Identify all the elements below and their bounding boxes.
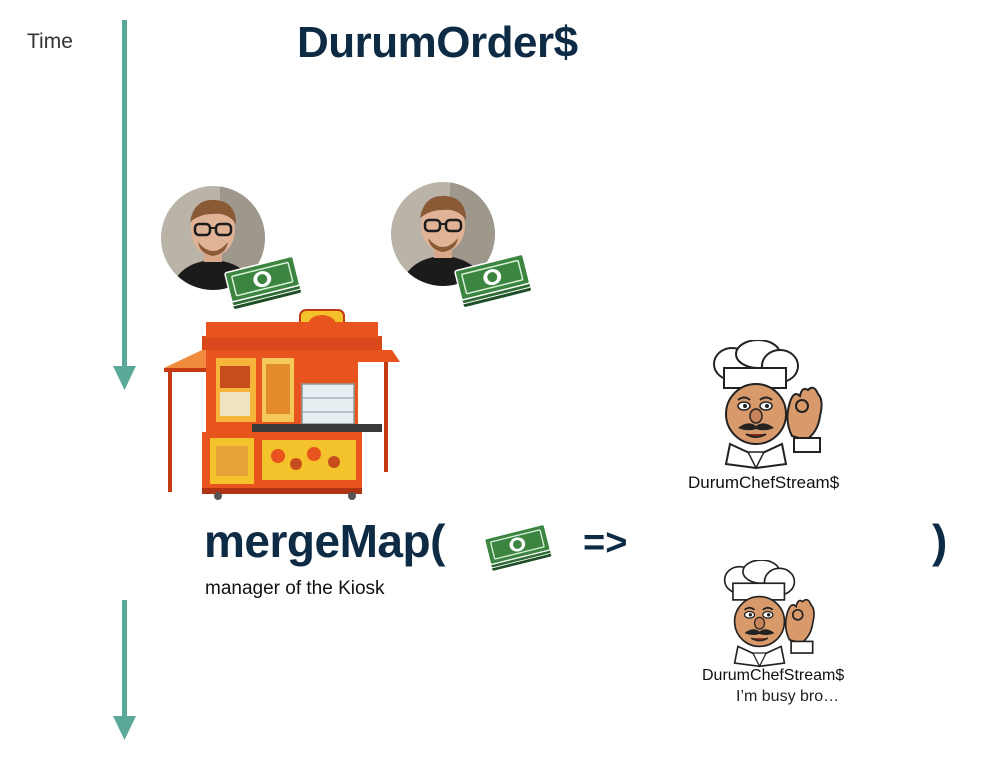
money-stack-icon	[484, 523, 553, 572]
chef-stream-label: DurumChefStream$	[702, 667, 845, 684]
customer-avatar-icon	[391, 182, 495, 286]
stream-title: DurumOrder$	[297, 18, 578, 67]
operator-name: mergeMap(	[204, 515, 445, 567]
operator-arrow: =>	[583, 522, 628, 564]
food-kiosk-icon: Go	[164, 309, 400, 500]
time-arrow-top	[113, 20, 136, 390]
time-axis-label: Time	[27, 30, 73, 53]
chef-icon	[723, 560, 815, 668]
operator-caption: manager of the Kiosk	[205, 578, 385, 599]
operator-close-paren: )	[932, 515, 948, 567]
money-stack-icon	[454, 253, 532, 308]
time-arrow-bottom	[113, 600, 136, 740]
chef-stream-label: DurumChefStream$	[688, 473, 840, 492]
customer-avatar-icon	[161, 186, 265, 290]
chef-status-text: I’m busy bro…	[736, 688, 840, 705]
money-stack-icon	[224, 255, 302, 310]
chef-icon	[713, 340, 823, 470]
